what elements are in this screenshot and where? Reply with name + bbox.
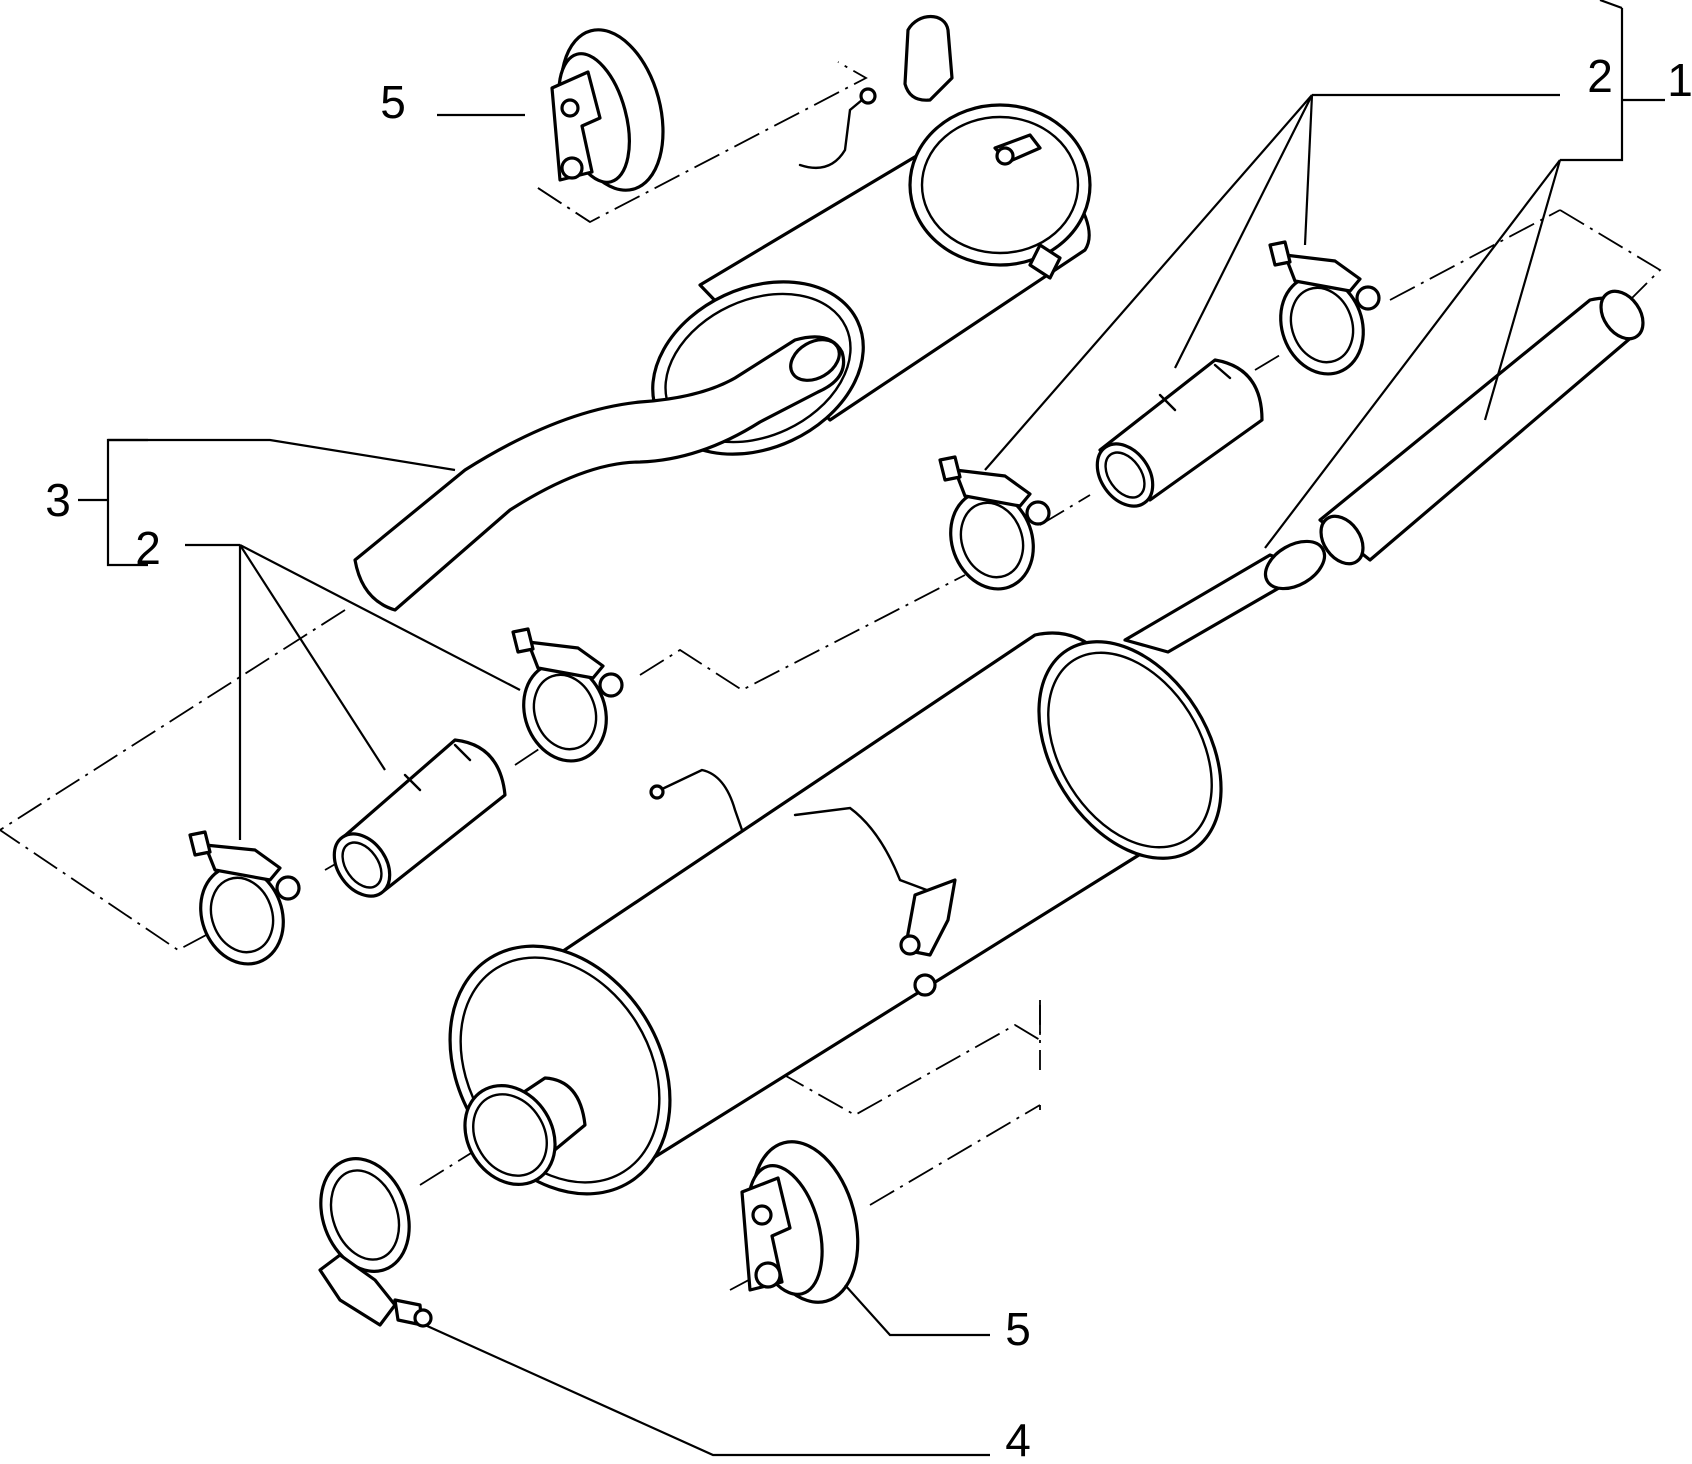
- sleeve-left: [332, 738, 507, 898]
- clamp-left-upper: [511, 627, 624, 763]
- rubber-mount-bottom: [740, 1140, 860, 1304]
- front-muffler: [448, 539, 1327, 1196]
- callout-5-top: 5: [380, 76, 406, 128]
- clamp-right-upper: [1268, 240, 1381, 376]
- callout-1: 1: [1667, 54, 1692, 106]
- clamp-right-lower: [938, 455, 1051, 591]
- callout-2-left: 2: [135, 522, 161, 574]
- clamp-front-muffler: [318, 1157, 433, 1328]
- clamp-left-lower: [188, 830, 301, 966]
- callout-2-right: 2: [1587, 50, 1613, 102]
- callout-labels: 5 2 1 3 2 5 4: [45, 50, 1692, 1464]
- leader-lines: [78, 0, 1665, 1457]
- callout-3: 3: [45, 474, 71, 526]
- callout-5-bottom: 5: [1005, 1303, 1031, 1355]
- sleeve-right: [1095, 358, 1264, 508]
- rubber-mount-top: [550, 28, 665, 192]
- callout-4: 4: [1005, 1414, 1031, 1459]
- rear-muffler: [353, 15, 1092, 612]
- intermediate-pipe: [1318, 289, 1645, 566]
